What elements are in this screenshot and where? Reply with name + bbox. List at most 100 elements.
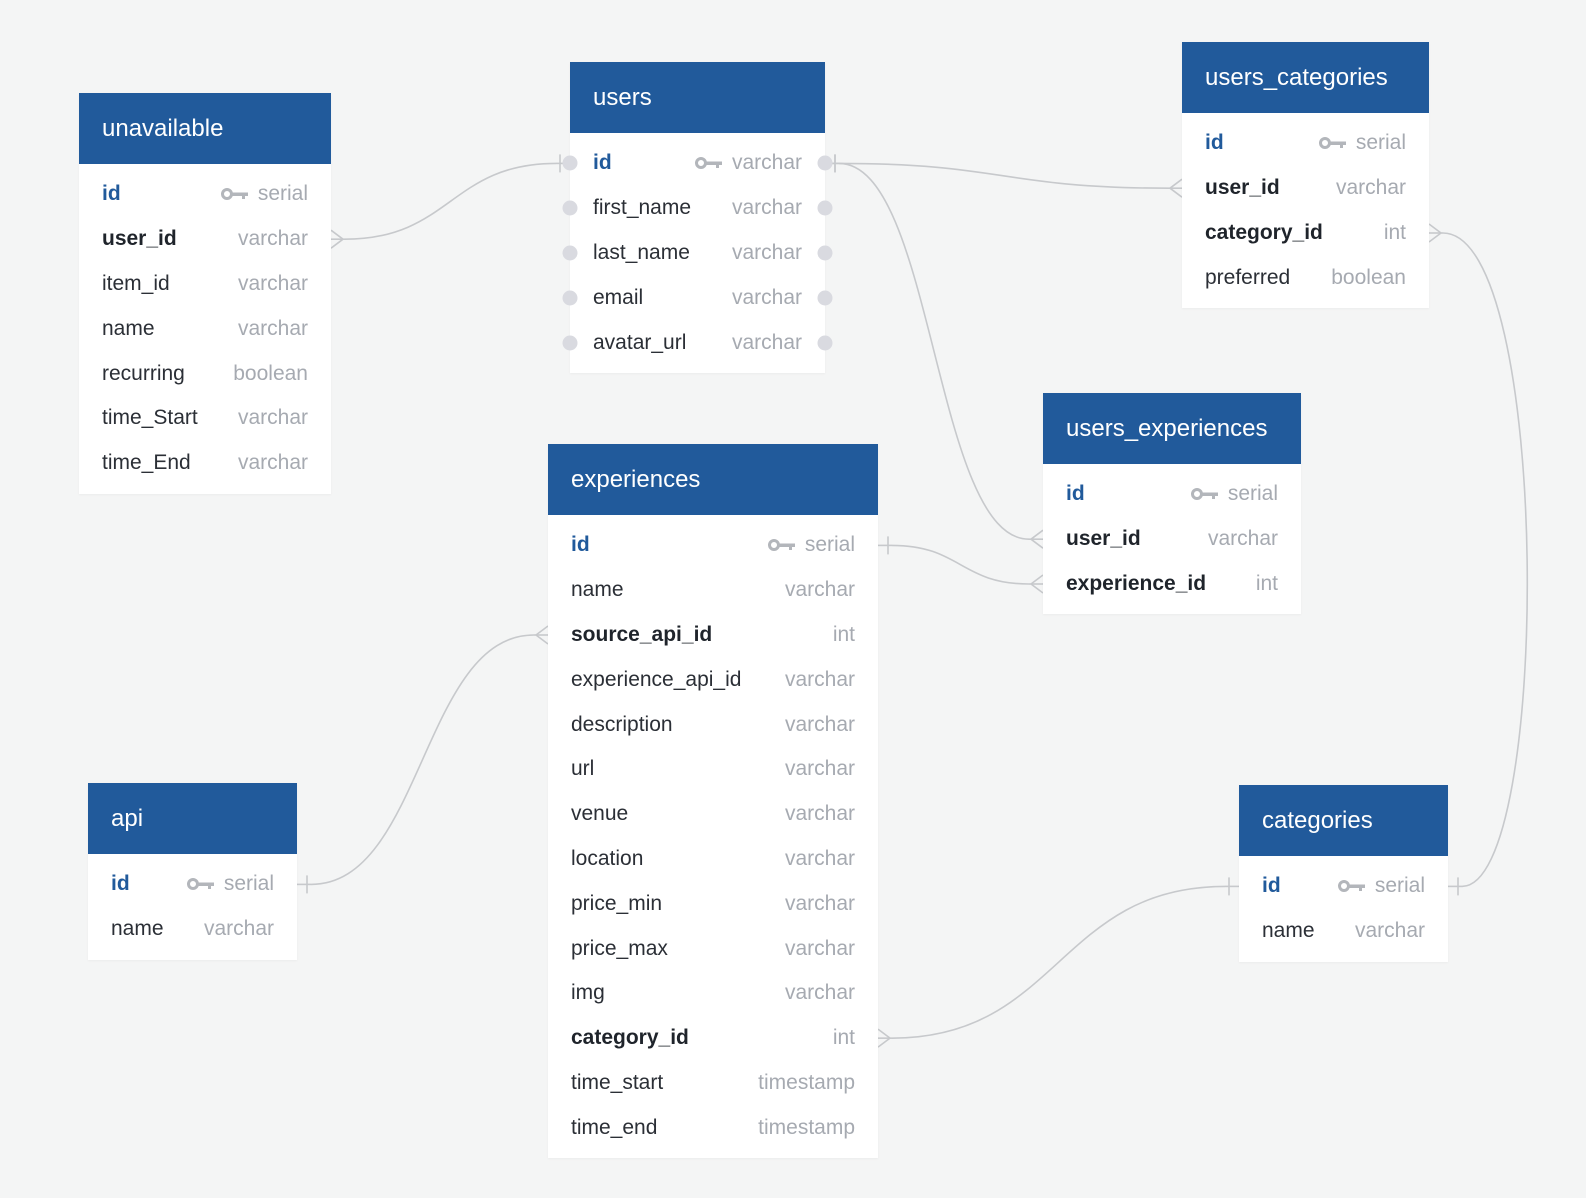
connection-dot[interactable] <box>817 335 833 351</box>
connection-dot[interactable] <box>562 245 578 261</box>
field-name: id <box>1066 482 1085 506</box>
field-type: varchar <box>1207 527 1278 551</box>
connection-dot[interactable] <box>817 245 833 261</box>
connection-dot[interactable] <box>562 155 578 171</box>
field-type: serial <box>257 182 308 206</box>
field-type: varchar <box>237 271 308 295</box>
many-marker <box>1428 223 1442 243</box>
field-name: user_id <box>102 227 177 251</box>
relationship-line[interactable] <box>344 162 557 240</box>
connection-dot[interactable] <box>817 155 833 171</box>
table-header[interactable]: users <box>570 62 825 133</box>
key-icon <box>1337 880 1365 893</box>
field-name: id <box>111 872 130 896</box>
field-type: varchar <box>203 917 274 941</box>
table-title: users_categories <box>1205 63 1388 91</box>
field-type: boolean <box>233 361 308 385</box>
field-type: varchar <box>237 316 308 340</box>
relationship-line[interactable] <box>310 634 535 886</box>
table-header[interactable]: api <box>88 783 297 854</box>
connection-dot[interactable] <box>817 290 833 306</box>
many-marker <box>1030 529 1044 549</box>
field-type: serial <box>1374 874 1425 898</box>
many-marker <box>1030 574 1044 594</box>
key-icon <box>1318 137 1346 150</box>
field-row-id[interactable]: id serial <box>79 172 331 217</box>
field-type: varchar <box>784 981 855 1005</box>
connection-dot[interactable] <box>562 335 578 351</box>
field-type: timestamp <box>758 1115 855 1139</box>
relationship-line[interactable] <box>891 544 1030 585</box>
connection-dot[interactable] <box>562 200 578 216</box>
field-type: varchar <box>784 712 855 736</box>
table-header[interactable]: experiences <box>548 444 878 515</box>
field-row-time-end[interactable]: time_end timestamp <box>548 1105 878 1150</box>
table-header[interactable]: users_categories <box>1182 42 1429 113</box>
field-name: venue <box>571 802 629 826</box>
field-name: time_End <box>102 451 191 475</box>
field-name: time_end <box>571 1115 658 1139</box>
relationship-line[interactable] <box>891 885 1226 1039</box>
relationship-line[interactable] <box>838 162 1169 189</box>
connection-dot[interactable] <box>562 290 578 306</box>
table-header[interactable]: unavailable <box>79 93 331 164</box>
field-name: id <box>102 182 121 206</box>
relationship-line[interactable] <box>1442 232 1529 888</box>
field-type: int <box>1255 571 1278 595</box>
table-header[interactable]: users_experiences <box>1043 393 1301 464</box>
field-name: name <box>571 578 624 602</box>
field-type: int <box>832 622 855 646</box>
field-name: first_name <box>593 196 692 220</box>
field-type: varchar <box>731 330 802 354</box>
table-header[interactable]: categories <box>1239 785 1448 856</box>
field-type: int <box>832 1026 855 1050</box>
connection-dot[interactable] <box>817 200 833 216</box>
